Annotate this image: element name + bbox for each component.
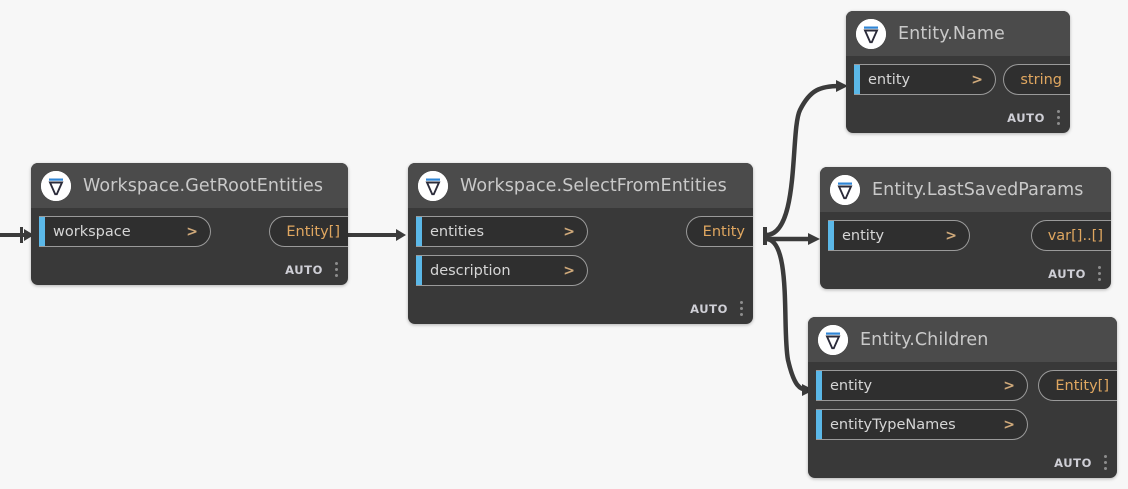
edge-selectfromentities-to-lastsavedparams [766,233,820,245]
vectorworks-v-logo-icon [856,18,886,49]
chevron-right-icon[interactable]: > [1003,377,1015,394]
auto-mode-label: AUTO [1054,456,1092,470]
input-port-label: entity [842,227,885,244]
edge-getrootentities-to-selectfromentities [345,227,406,243]
port-connector-stub[interactable] [416,256,422,285]
output-port-var-array[interactable]: var[]..[] [1030,220,1111,251]
node-header[interactable]: Workspace.GetRootEntities [31,163,348,208]
port-row: entity > Entity[] [808,370,1117,401]
kebab-menu-icon[interactable] [1057,109,1061,127]
node-entity-lastsavedparams[interactable]: Entity.LastSavedParams entity > var[]..[… [820,167,1111,289]
port-connector-stub[interactable] [39,217,45,246]
vectorworks-v-logo-icon [41,170,71,201]
input-port-label: workspace [53,223,131,240]
node-footer: AUTO [31,255,348,285]
node-footer: AUTO [820,259,1111,289]
port-connector-stub[interactable] [816,371,822,400]
input-port-entity[interactable]: entity > [828,220,970,251]
input-port-entitytypenames[interactable]: entityTypeNames > [816,409,1028,440]
chevron-right-icon[interactable]: > [563,262,575,279]
vectorworks-v-logo-icon [418,170,448,201]
edge-selectfromentities-to-entitychildren [765,236,814,396]
output-port-entity-array[interactable]: Entity[] [269,216,348,247]
node-header[interactable]: Entity.Name [846,11,1070,56]
input-port-entity[interactable]: entity > [816,370,1028,401]
node-body: workspace > Entity[] AUTO [31,208,348,285]
node-body: entity > string AUTO [846,56,1070,133]
port-connector-stub[interactable] [854,65,860,94]
input-port-entities[interactable]: entities > [416,216,588,247]
auto-mode-label: AUTO [690,302,728,316]
output-port-entity[interactable]: Entity [685,216,753,247]
chevron-right-icon[interactable]: > [945,227,957,244]
edge-hub-bar [763,227,767,245]
input-port-label: description [430,262,511,279]
vectorworks-v-logo-icon [818,324,848,355]
port-connector-stub[interactable] [828,221,834,250]
node-workspace-getrootentities[interactable]: Workspace.GetRootEntities workspace > En… [31,163,348,285]
input-port-workspace[interactable]: workspace > [39,216,211,247]
kebab-menu-icon[interactable] [335,261,339,279]
node-entity-children[interactable]: Entity.Children entity > Entity[] entity… [808,317,1117,478]
edge-offscreen-to-getrootentities [0,227,34,243]
node-title: Entity.Children [860,329,989,350]
input-port-label: entity [868,71,911,88]
node-header[interactable]: Entity.Children [808,317,1117,362]
port-row: description > [408,255,753,286]
output-port-string[interactable]: string [1003,64,1070,95]
chevron-right-icon[interactable]: > [563,223,575,240]
node-title: Entity.Name [898,23,1005,44]
kebab-menu-icon[interactable] [1104,454,1108,472]
auto-mode-label: AUTO [285,263,323,277]
output-port-entity-array[interactable]: Entity[] [1038,370,1117,401]
node-workspace-selectfromentities[interactable]: Workspace.SelectFromEntities entities > … [408,163,753,324]
node-body: entity > var[]..[] AUTO [820,212,1111,289]
node-entity-name[interactable]: Entity.Name entity > string AUTO [846,11,1070,133]
node-footer: AUTO [808,448,1117,478]
node-footer: AUTO [846,103,1070,133]
chevron-right-icon[interactable]: > [1003,416,1015,433]
port-row: entity > string [846,64,1070,95]
port-row: workspace > Entity[] [31,216,348,247]
port-connector-stub[interactable] [816,410,822,439]
node-body: entity > Entity[] entityTypeNames > AUTO [808,362,1117,478]
node-title: Entity.LastSavedParams [872,179,1084,200]
node-body: entities > Entity description > AUTO [408,208,753,324]
auto-mode-label: AUTO [1007,111,1045,125]
port-connector-stub[interactable] [416,217,422,246]
port-row: entityTypeNames > [808,409,1117,440]
input-port-label: entity [830,377,873,394]
chevron-right-icon[interactable]: > [971,71,983,88]
node-header[interactable]: Workspace.SelectFromEntities [408,163,753,208]
node-header[interactable]: Entity.LastSavedParams [820,167,1111,212]
chevron-right-icon[interactable]: > [186,223,198,240]
kebab-menu-icon[interactable] [740,300,744,318]
port-row: entity > var[]..[] [820,220,1111,251]
input-port-label: entityTypeNames [830,416,956,433]
input-port-label: entities [430,223,485,240]
node-footer: AUTO [408,294,753,324]
vectorworks-v-logo-icon [830,174,860,205]
node-title: Workspace.GetRootEntities [83,175,324,196]
port-row: entities > Entity [408,216,753,247]
auto-mode-label: AUTO [1048,267,1086,281]
input-port-entity[interactable]: entity > [854,64,996,95]
kebab-menu-icon[interactable] [1098,265,1102,283]
input-port-description[interactable]: description > [416,255,588,286]
node-title: Workspace.SelectFromEntities [460,175,727,196]
